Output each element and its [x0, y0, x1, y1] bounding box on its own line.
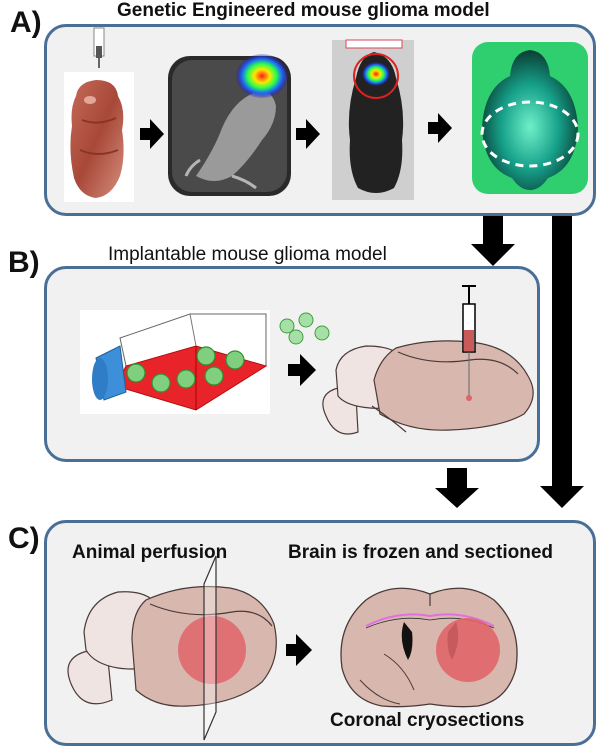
section-plane-icon	[203, 555, 217, 741]
panel-c-right-title: Brain is frozen and sectioned	[288, 542, 553, 563]
tumor-icon	[178, 616, 246, 684]
panel-c-label: C)	[8, 522, 40, 555]
mouse-pup-image	[64, 72, 134, 202]
panel-a-label: A)	[10, 6, 42, 39]
panel-a-title: Genetic Engineered mouse glioma model	[117, 0, 490, 21]
panel-b-title: Implantable mouse glioma model	[108, 244, 387, 265]
syringe-icon	[462, 285, 476, 401]
brain-sagittal-icon	[322, 340, 534, 435]
arrow-icon	[140, 119, 164, 149]
tumor-cells-icon	[279, 312, 330, 345]
syringe-icon	[93, 27, 105, 68]
bioluminescence-image	[168, 54, 291, 196]
arrow-icon	[288, 354, 316, 386]
arrow-icon	[296, 119, 320, 149]
arrow-icon	[428, 113, 452, 143]
panel-b-label: B)	[8, 246, 40, 279]
arrow-icon	[471, 216, 515, 266]
arrow-icon	[435, 468, 479, 508]
panel-c-left-title: Animal perfusion	[72, 542, 228, 563]
panel-c-caption: Coronal cryosections	[330, 710, 525, 731]
mouse-dorsal-image	[332, 39, 414, 200]
tumor-icon	[436, 618, 500, 682]
fluorescent-brain-image	[472, 42, 588, 194]
arrow-icon	[540, 216, 584, 508]
culture-flask-icon	[80, 310, 270, 414]
arrow-icon	[286, 634, 312, 666]
